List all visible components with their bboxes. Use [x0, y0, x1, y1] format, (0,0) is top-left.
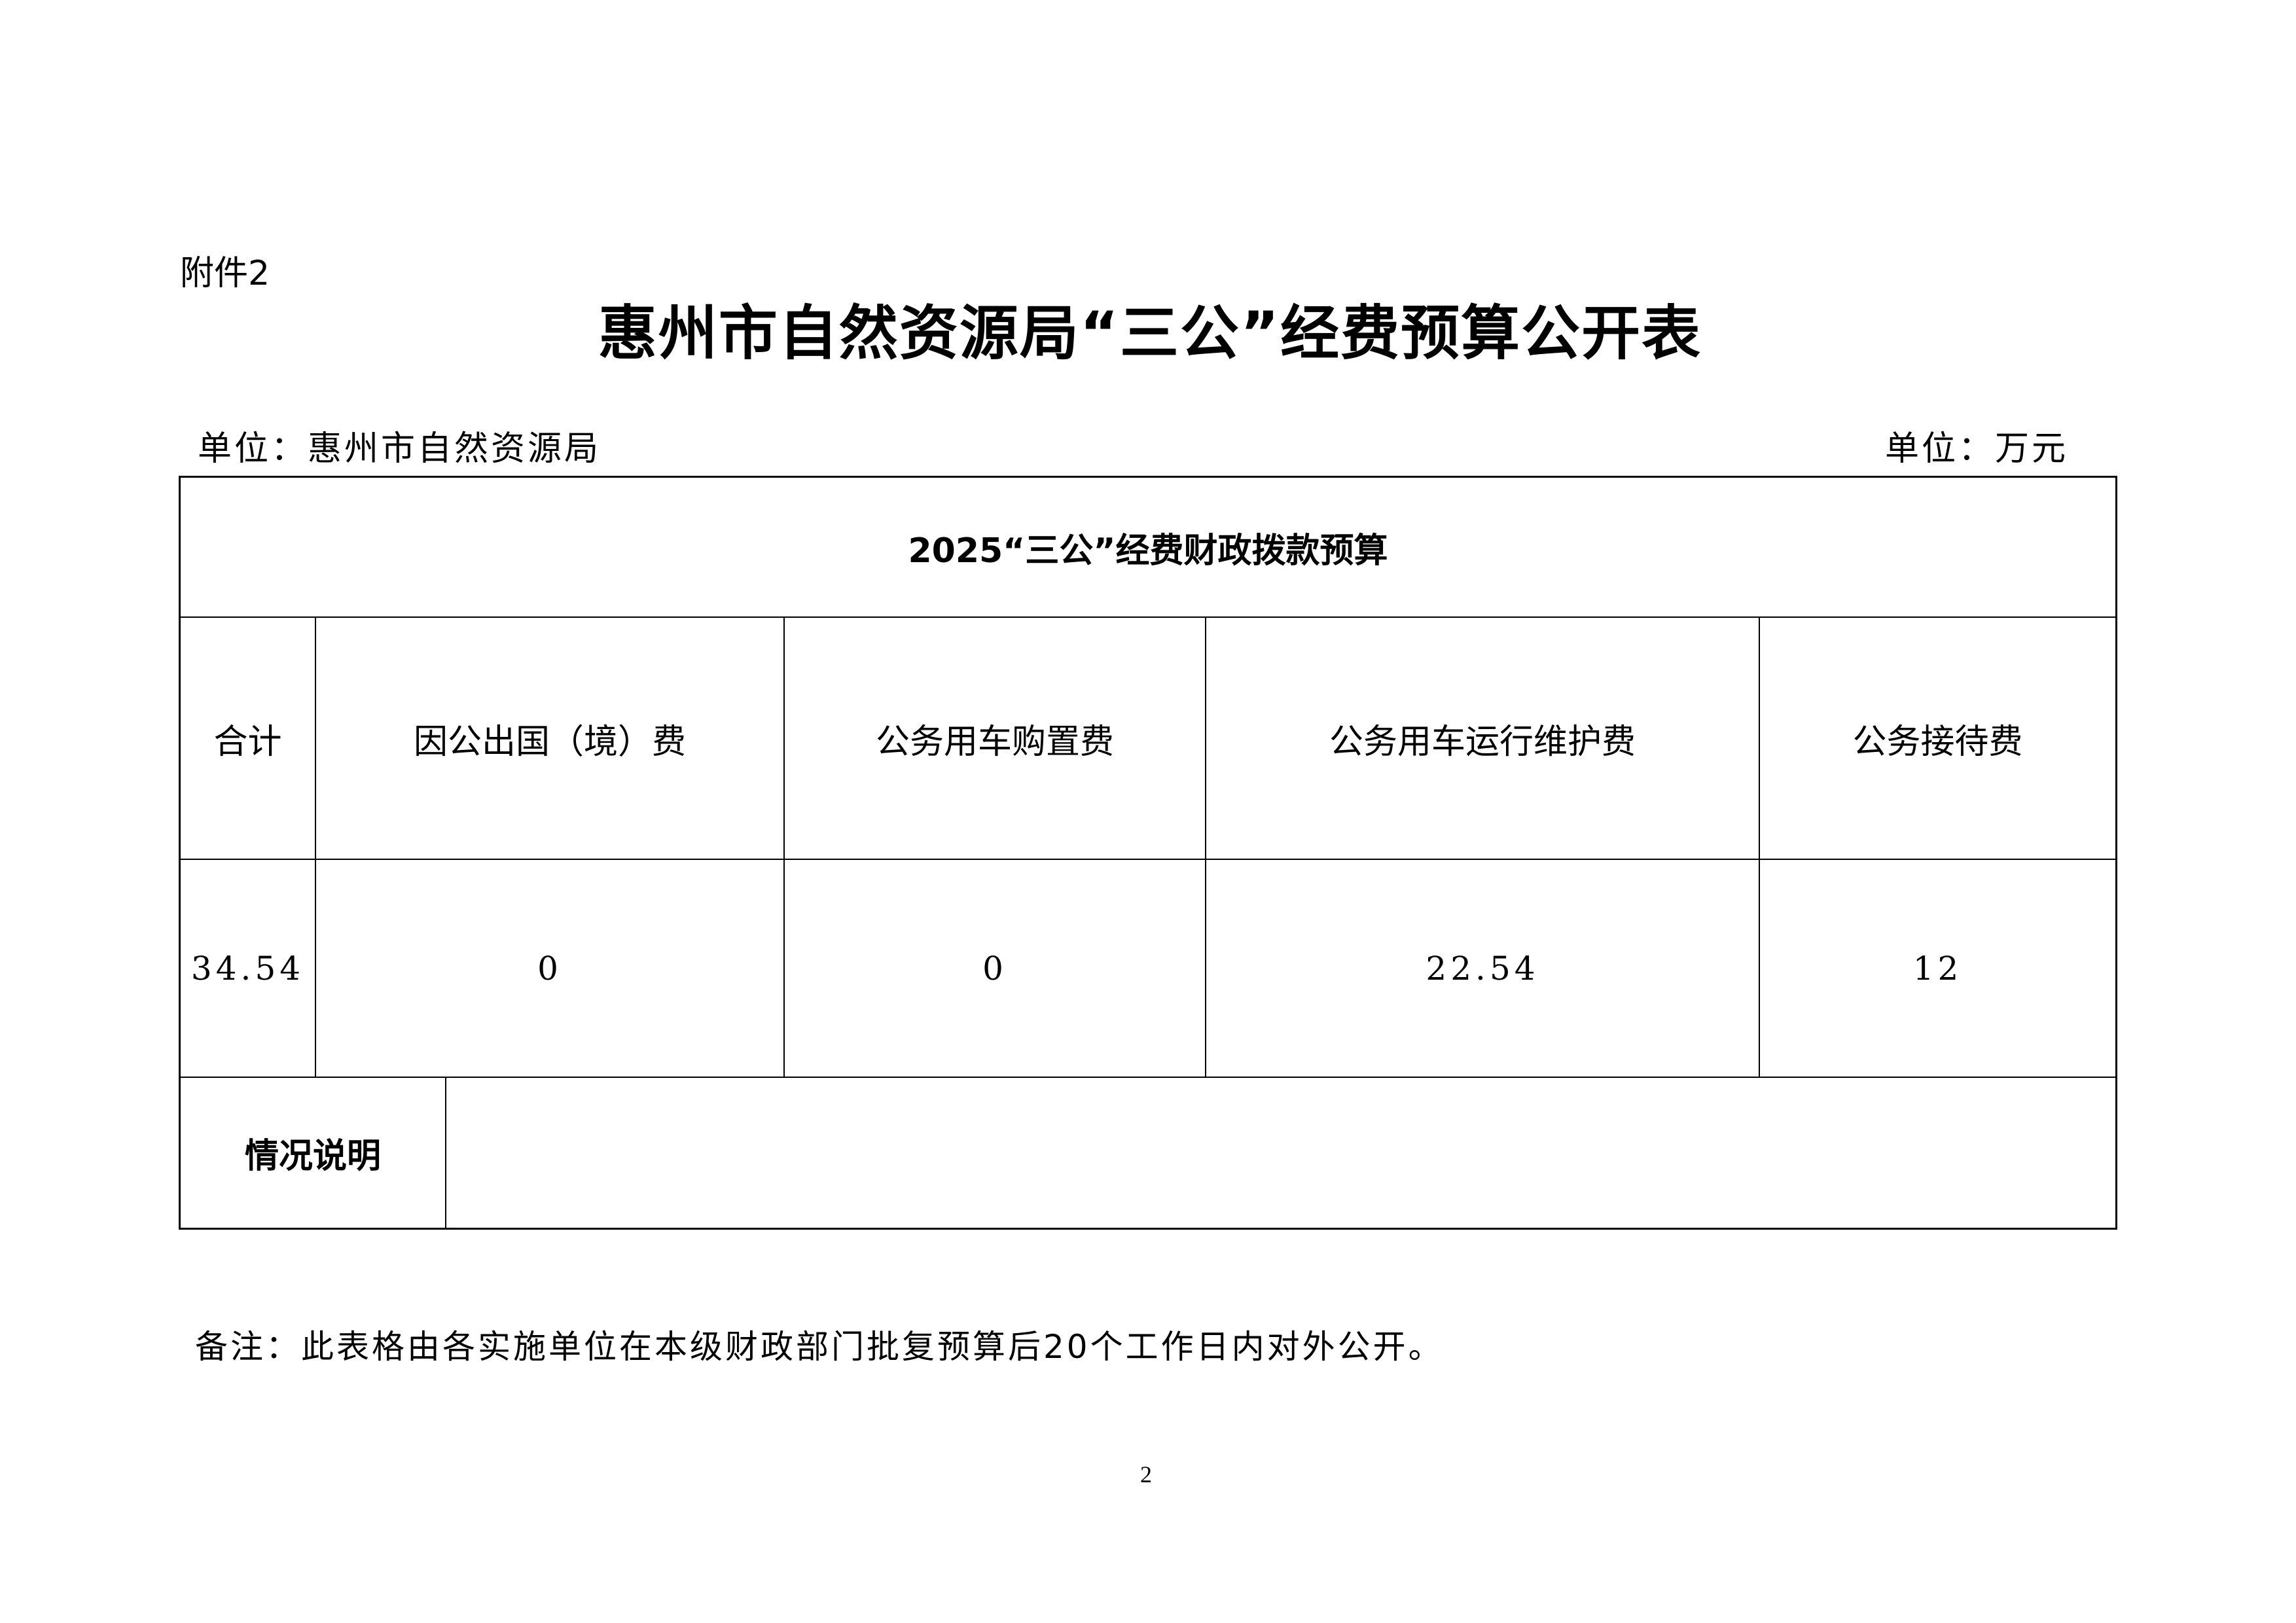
column-divider	[1205, 617, 1206, 1077]
value-total: 34.54	[181, 860, 315, 1077]
column-header-label: 合计	[213, 722, 282, 762]
attachment-label: 附件2	[180, 254, 270, 293]
remarks-label: 情况说明	[181, 1078, 445, 1228]
column-header-reception: 公务接待费	[1760, 618, 2115, 859]
page-number: 2	[1140, 1461, 1152, 1488]
column-header-label: 公务用车购置费	[875, 722, 1114, 762]
table-caption: 2025“三公”经费财政拨款预算	[181, 478, 2115, 616]
value-vehicle-maintenance: 22.54	[1206, 860, 1759, 1077]
remarks-value	[446, 1078, 2115, 1228]
column-header-vehicle-maintenance: 公务用车运行维护费	[1206, 618, 1759, 859]
column-header-overseas: 因公出国（境）费	[316, 618, 783, 859]
column-header-label: 因公出国（境）费	[413, 722, 686, 762]
budget-table: 2025“三公”经费财政拨款预算 合计 因公出国（境）费 公务用车购置费 公务用…	[179, 476, 2117, 1230]
table-cell-value: 34.54	[190, 949, 305, 988]
table-cell-value: 22.54	[1426, 949, 1539, 988]
column-divider	[315, 617, 316, 1077]
column-header-label: 公务接待费	[1852, 722, 2023, 762]
row-divider	[181, 859, 2115, 860]
table-cell-value: 0	[982, 949, 1007, 988]
column-divider	[1759, 617, 1760, 1077]
column-divider	[783, 617, 785, 1077]
column-header-label: 公务用车运行维护费	[1329, 722, 1636, 762]
unit-currency: 单位：万元	[1885, 429, 2069, 469]
table-caption-text: 2025“三公”经费财政拨款预算	[908, 531, 1388, 571]
value-overseas: 0	[316, 860, 783, 1077]
value-reception: 12	[1760, 860, 2115, 1077]
column-header-total: 合计	[181, 618, 315, 859]
table-cell-value: 0	[537, 949, 562, 988]
row-divider	[181, 1077, 2115, 1078]
table-cell-value: 12	[1912, 949, 1963, 988]
page-title: 惠州市自然资源局“三公”经费预算公开表	[598, 299, 1702, 368]
row-divider	[181, 616, 2115, 618]
unit-organization: 单位：惠州市自然资源局	[198, 429, 601, 469]
column-header-vehicle-purchase: 公务用车购置费	[785, 618, 1205, 859]
value-vehicle-purchase: 0	[785, 860, 1205, 1077]
remarks-label-text: 情况说明	[244, 1137, 381, 1176]
column-divider	[445, 1077, 446, 1230]
footnote: 备注：此表格由各实施单位在本级财政部门批复预算后20个工作日内对外公开。	[195, 1328, 1444, 1366]
